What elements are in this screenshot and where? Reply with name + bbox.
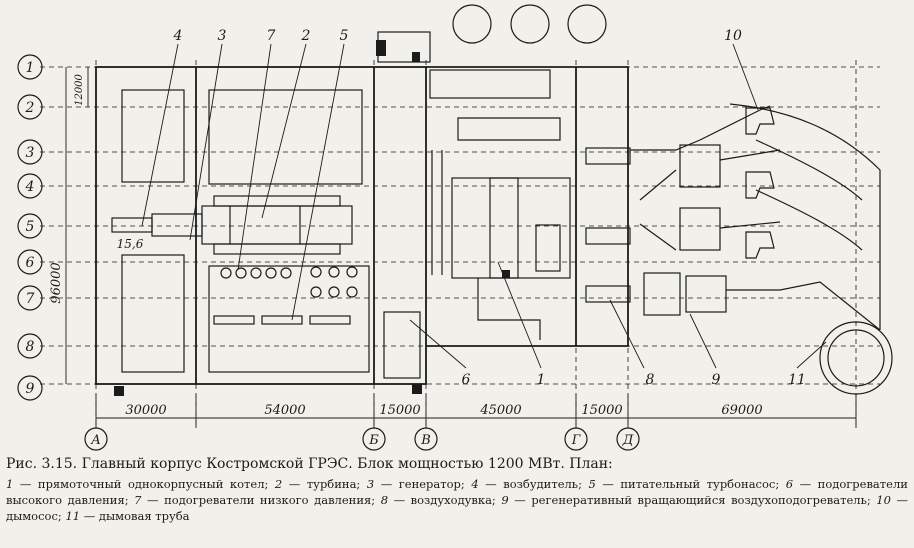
row-label: 5 xyxy=(26,219,35,235)
item-marker: 8 xyxy=(646,372,655,388)
row-label: 7 xyxy=(26,291,35,307)
lower-equipment-area xyxy=(208,265,370,373)
dimension-lines xyxy=(65,67,857,428)
legend-num: 8 — xyxy=(380,493,406,507)
legend-text: турбина; xyxy=(300,477,367,491)
legend-num: 1 — xyxy=(6,477,32,491)
dimension-span: 54000 xyxy=(264,403,305,418)
legend-num: 6 — xyxy=(785,477,812,491)
col-label: А xyxy=(90,433,101,448)
legend-text: подогреватели высокого давления; xyxy=(6,477,908,507)
smoke-exhausters xyxy=(745,107,775,259)
row-label: 8 xyxy=(26,339,35,355)
air-heater-ducts xyxy=(585,103,881,331)
item-marker: 1 xyxy=(537,372,546,388)
dimension-height: 96000 xyxy=(49,262,64,303)
row-label: 4 xyxy=(25,179,35,195)
grid-lines xyxy=(40,60,880,425)
col-label: В xyxy=(420,433,431,448)
col-axis-bubbles xyxy=(84,427,640,451)
dimension-span: 30000 xyxy=(125,403,166,418)
legend-text: генератор; xyxy=(392,477,472,491)
room-lower-left xyxy=(121,254,185,373)
item-marker: 10 xyxy=(724,28,742,44)
turbine-hall-upper-room xyxy=(208,89,363,185)
dimension-span: 45000 xyxy=(479,403,521,418)
legend-text: подогреватели низкого давления; xyxy=(158,493,381,507)
lp-heaters xyxy=(220,266,358,298)
turbine-generator-set xyxy=(111,195,353,255)
legend-num: 7 — xyxy=(134,493,159,507)
item-marker: 6 xyxy=(462,372,471,388)
elevation-mark: 15,6 xyxy=(117,237,144,251)
item-marker: 11 xyxy=(788,372,806,388)
legend-num: 2 — xyxy=(274,477,301,491)
dimension-span: 15000 xyxy=(379,403,420,418)
col-label: Д xyxy=(622,433,634,448)
dimension-module: 12000 xyxy=(74,73,85,105)
item-marker: 7 xyxy=(267,28,276,44)
item-marker: 9 xyxy=(712,372,721,388)
building-walls xyxy=(95,66,629,385)
dimension-span: 15000 xyxy=(581,403,622,418)
item-marker: 3 xyxy=(218,28,227,44)
row-axis-bubbles xyxy=(17,54,43,401)
leader-lines xyxy=(141,43,827,369)
item-marker: 5 xyxy=(340,28,349,44)
legend-text: возбудитель; xyxy=(496,477,589,491)
row-label: 3 xyxy=(26,145,35,161)
legend-text: прямоточный однокорпусный котел; xyxy=(31,477,275,491)
legend-num: 10 — xyxy=(876,493,908,507)
legend-text: питательный турбонасос; xyxy=(613,477,786,491)
legend-num: 5 — xyxy=(588,477,614,491)
row-label: 6 xyxy=(26,255,35,271)
legend-text: регенеративный вращающийся воздухоподогр… xyxy=(525,493,877,507)
legend-num: 11 — xyxy=(65,509,96,523)
row-label: 2 xyxy=(25,100,35,116)
power-plant-plan-drawing: 1 2 3 4 5 6 7 8 9 А Б В Г Д 30000 54000 … xyxy=(17,4,893,451)
boiler xyxy=(431,117,571,340)
col-label: Г xyxy=(571,433,581,448)
legend-num: 3 — xyxy=(366,477,393,491)
row-label: 1 xyxy=(26,60,35,76)
item-marker: 4 xyxy=(173,28,183,44)
dimension-span: 69000 xyxy=(721,403,762,418)
figure-caption: Рис. 3.15. Главный корпус Костромской ГР… xyxy=(6,456,613,472)
feed-pumps xyxy=(213,315,351,325)
legend-num: 4 — xyxy=(471,477,497,491)
legend-text: дымосос; xyxy=(6,509,66,523)
legend-num: 9 — xyxy=(501,493,526,507)
row-label: 9 xyxy=(26,381,35,397)
room-upper-left xyxy=(121,89,185,183)
figure-legend: 1 — прямоточный однокорпусный котел; 2 —… xyxy=(6,476,908,524)
col-label: Б xyxy=(368,433,379,448)
legend-text: воздуходувка; xyxy=(405,493,502,507)
legend-text: дымовая труба xyxy=(95,509,190,523)
item-marker: 2 xyxy=(301,28,311,44)
